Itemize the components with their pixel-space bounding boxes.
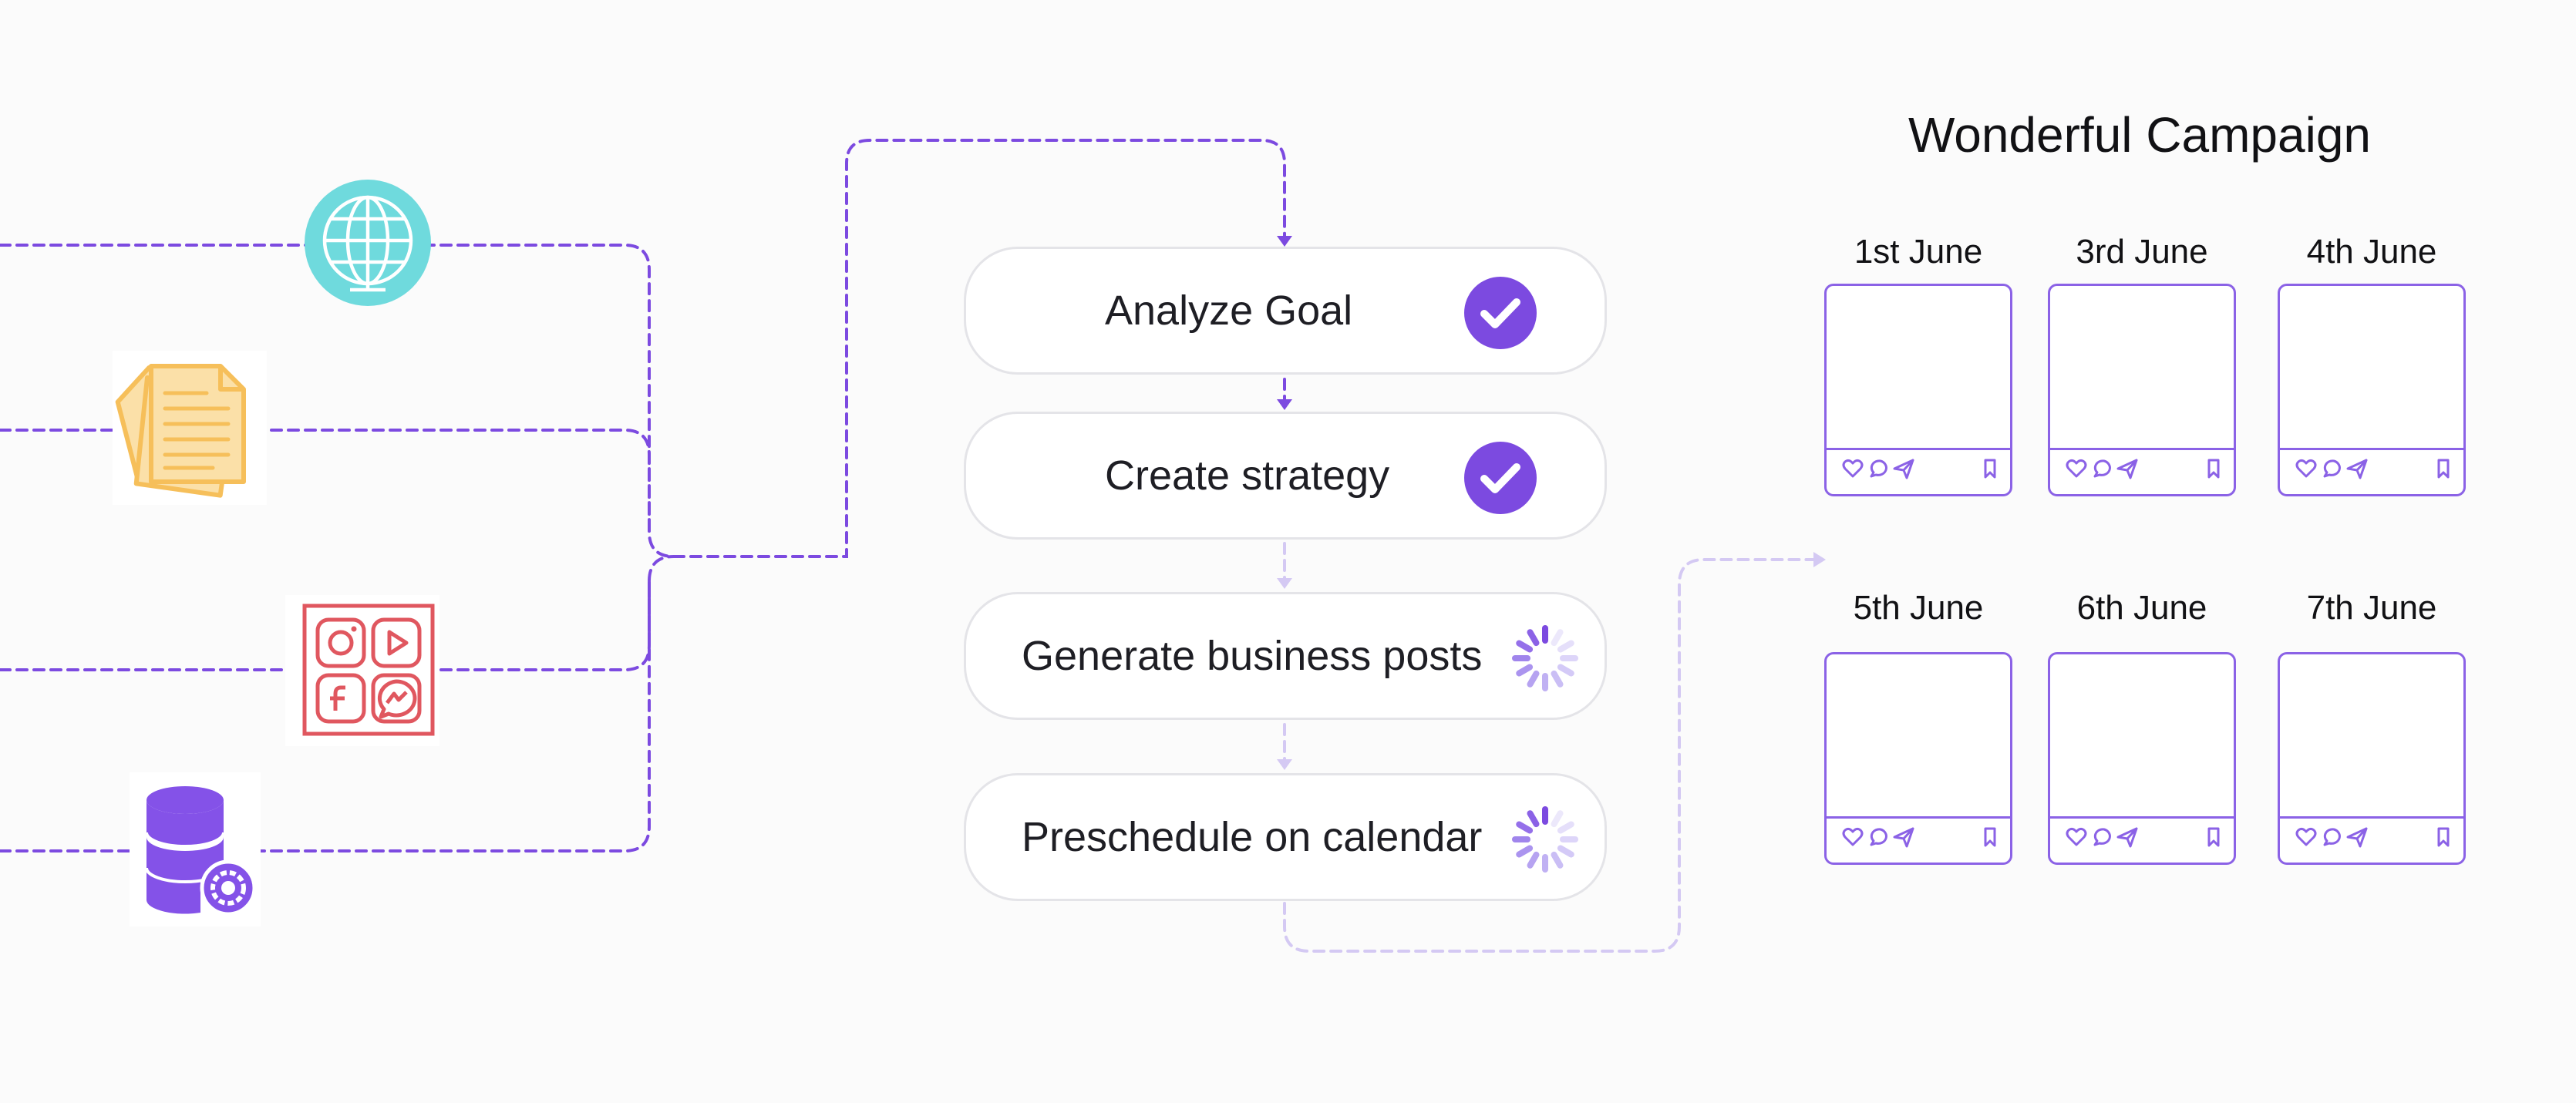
comment-icon[interactable] (1870, 459, 1887, 478)
bookmark-icon[interactable] (2437, 459, 2450, 479)
spinner-icon (1512, 625, 1578, 691)
send-icon[interactable] (1893, 827, 1914, 848)
connector-merge-to-analyze (672, 139, 1286, 558)
post-actions (2280, 446, 2463, 494)
step-create-strategy[interactable]: Create strategy (964, 412, 1607, 540)
step-preschedule-on-calendar[interactable]: Preschedule on calendar (964, 773, 1607, 901)
post-actions (1827, 814, 2010, 863)
post-date-label: 1st June (1854, 233, 1983, 271)
post-date-label: 6th June (2076, 589, 2207, 627)
send-icon[interactable] (1893, 459, 1914, 479)
post-actions (1827, 446, 2010, 494)
post-date-label: 3rd June (2076, 233, 2208, 271)
arrowhead-calendar (1813, 552, 1826, 567)
post-actions (2280, 814, 2463, 863)
post-actions (2050, 446, 2234, 494)
documents-icon (113, 351, 267, 505)
bookmark-icon[interactable] (1984, 827, 1996, 847)
bookmark-icon[interactable] (2207, 459, 2220, 479)
connector-preschedule-to-calendar (1283, 558, 1817, 953)
comment-icon[interactable] (2093, 828, 2111, 846)
heart-icon[interactable] (2295, 459, 2317, 478)
comment-icon[interactable] (2323, 459, 2341, 478)
step-label: Preschedule on calendar (1022, 814, 1483, 860)
post-card[interactable] (1824, 652, 2012, 865)
step-label: Analyze Goal (1105, 288, 1353, 334)
post-image-placeholder (1827, 286, 2010, 450)
post-date-label: 5th June (1853, 589, 1984, 627)
post-image-placeholder (2050, 654, 2234, 819)
bookmark-icon[interactable] (1984, 459, 1996, 479)
step-label: Create strategy (1105, 452, 1390, 499)
post-image-placeholder (1827, 654, 2010, 819)
post-image-placeholder (2280, 654, 2463, 819)
connector-database (0, 580, 651, 852)
heart-icon[interactable] (1842, 459, 1864, 478)
post-date-label: 4th June (2306, 233, 2437, 271)
step-analyze-goal[interactable]: Analyze Goal (964, 247, 1607, 375)
check-icon (1464, 277, 1537, 349)
heart-icon[interactable] (2295, 827, 2317, 846)
comment-icon[interactable] (2093, 459, 2111, 478)
arrowhead-generate (1277, 578, 1292, 589)
step-generate-business-posts[interactable]: Generate business posts (964, 592, 1607, 720)
post-image-placeholder (2280, 286, 2463, 450)
connector-documents (0, 429, 651, 533)
comment-icon[interactable] (1870, 828, 1887, 846)
heart-icon[interactable] (1842, 827, 1864, 846)
send-icon[interactable] (2116, 827, 2138, 848)
post-card[interactable] (2278, 284, 2466, 496)
arrowhead-analyze (1277, 236, 1292, 247)
send-icon[interactable] (2346, 459, 2368, 479)
connector-globe (0, 244, 675, 558)
connector-social (0, 555, 675, 671)
post-card[interactable] (2278, 652, 2466, 865)
send-icon[interactable] (2346, 827, 2368, 848)
heart-icon[interactable] (2066, 459, 2087, 478)
post-card[interactable] (2048, 284, 2236, 496)
post-actions (2050, 814, 2234, 863)
comment-icon[interactable] (2323, 828, 2341, 846)
post-date-label: 7th June (2306, 589, 2437, 627)
heart-icon[interactable] (2066, 827, 2087, 846)
social-media-icon (285, 595, 439, 746)
bookmark-icon[interactable] (2437, 827, 2450, 847)
check-icon (1464, 442, 1537, 514)
arrowhead-strategy (1277, 399, 1292, 410)
spinner-icon (1512, 806, 1578, 873)
globe-icon (295, 170, 441, 316)
send-icon[interactable] (2116, 459, 2138, 479)
step-label: Generate business posts (1022, 633, 1483, 679)
post-card[interactable] (1824, 284, 2012, 496)
arrowhead-preschedule (1277, 759, 1292, 770)
database-settings-icon (130, 772, 261, 926)
campaign-title: Wonderful Campaign (1908, 107, 2372, 163)
post-card[interactable] (2048, 652, 2236, 865)
bookmark-icon[interactable] (2207, 827, 2220, 847)
post-image-placeholder (2050, 286, 2234, 450)
